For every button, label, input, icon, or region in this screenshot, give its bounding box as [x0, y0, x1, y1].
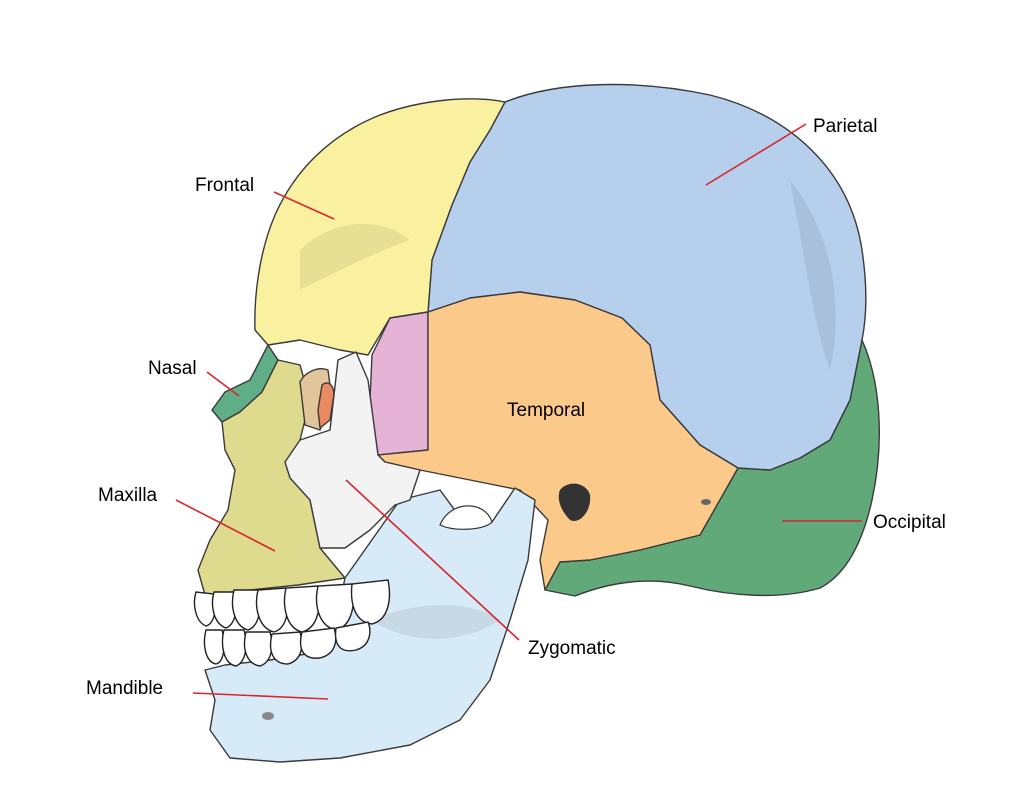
label-temporal: Temporal	[507, 400, 585, 421]
frontal-shading	[300, 223, 410, 290]
label-nasal: Nasal	[148, 358, 197, 379]
leader-nasal	[206, 371, 240, 397]
lacrimal-bone	[317, 382, 335, 429]
label-mandible: Mandible	[86, 678, 163, 699]
mandible-shading	[370, 605, 500, 639]
lower-teeth	[203, 621, 371, 667]
leader-maxilla	[175, 499, 276, 552]
label-zygomatic: Zygomatic	[528, 638, 616, 659]
leader-zygomatic	[345, 479, 520, 641]
mastoid-foramen	[701, 499, 711, 505]
frontal-bone	[254, 98, 506, 356]
parietal-shading	[790, 180, 836, 370]
zygomatic-bone	[284, 351, 421, 549]
label-parietal: Parietal	[813, 116, 877, 137]
leader-mandible	[192, 692, 329, 700]
leader-frontal	[273, 191, 335, 220]
mandibular-notch	[439, 505, 493, 530]
occipital-bone	[544, 339, 880, 597]
label-frontal: Frontal	[195, 175, 254, 196]
label-maxilla: Maxilla	[98, 485, 158, 506]
mental-foramen	[262, 712, 274, 720]
ear-canal	[558, 483, 591, 521]
leader-parietal	[705, 123, 807, 186]
maxilla-bone	[197, 359, 346, 596]
label-occipital: Occipital	[873, 512, 946, 533]
upper-teeth	[193, 579, 391, 633]
